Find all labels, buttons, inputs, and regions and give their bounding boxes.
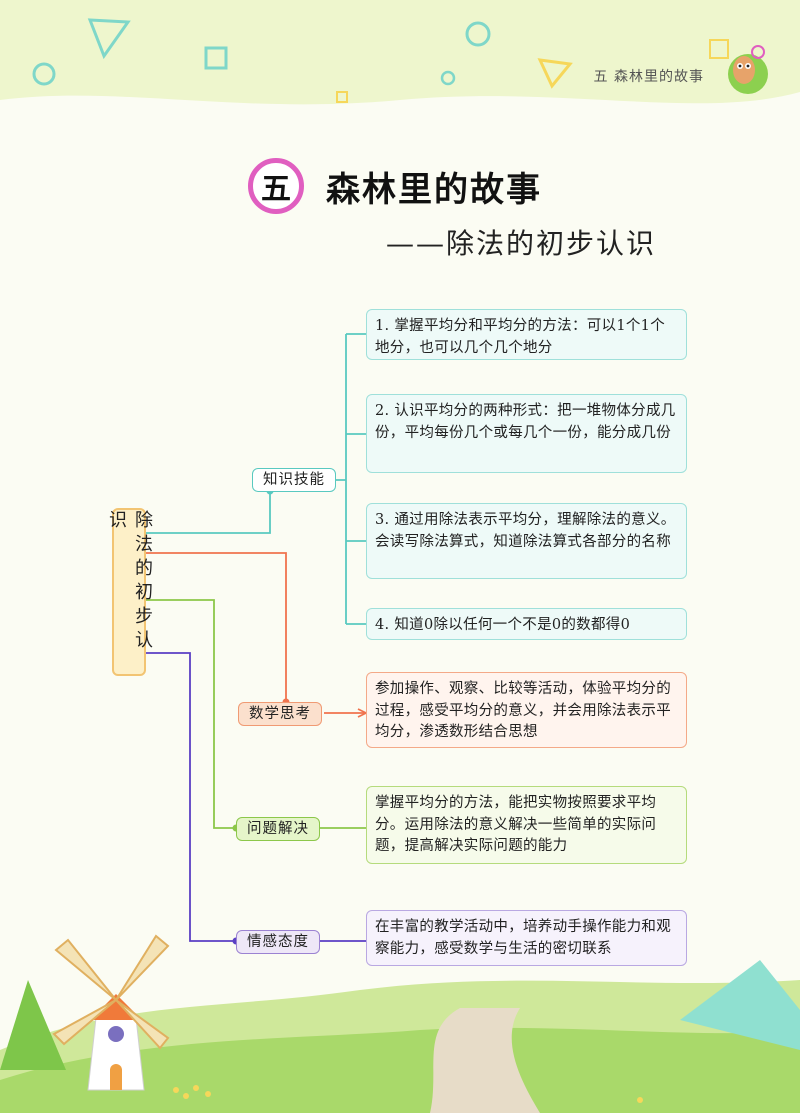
knowledge-item-1: 1. 掌握平均分和平均分的方法：可以1个1个地分，也可以几个几个地分 xyxy=(366,309,687,360)
knowledge-item-4: 4. 知道0除以任何一个不是0的数都得0 xyxy=(366,608,687,640)
category-emotion-attitude: 情感态度 xyxy=(236,930,320,954)
category-problem-solving: 问题解决 xyxy=(236,817,320,841)
mindmap-root: 除法的初步认识 xyxy=(106,508,153,676)
category-math-thinking: 数学思考 xyxy=(238,702,322,726)
knowledge-item-3: 3. 通过用除法表示平均分，理解除法的意义。会读写除法算式，知道除法算式各部分的… xyxy=(366,503,687,579)
solving-description: 掌握平均分的方法，能把实物按照要求平均分。运用除法的意义解决一些简单的实际问题，… xyxy=(366,786,687,864)
header-section-title: 五 森林里的故事 xyxy=(593,69,704,85)
windmill-scenery-illustration xyxy=(0,934,800,1113)
attitude-description: 在丰富的教学活动中，培养动手操作能力和观察能力，感受数学与生活的密切联系 xyxy=(366,910,687,966)
chapter-number-badge: 五 xyxy=(248,158,304,214)
thinking-description: 参加操作、观察、比较等活动，体验平均分的过程，感受平均分的意义，并会用除法表示平… xyxy=(366,672,687,748)
page-subtitle: ——除法的初步认识 xyxy=(386,227,657,260)
category-knowledge-skills: 知识技能 xyxy=(252,468,336,492)
header-decoration xyxy=(0,0,800,105)
knowledge-item-2: 2. 认识平均分的两种形式：把一堆物体分成几份，平均每份几个或每几个一份，能分成… xyxy=(366,394,687,473)
page-title: 森林里的故事 xyxy=(326,170,542,210)
